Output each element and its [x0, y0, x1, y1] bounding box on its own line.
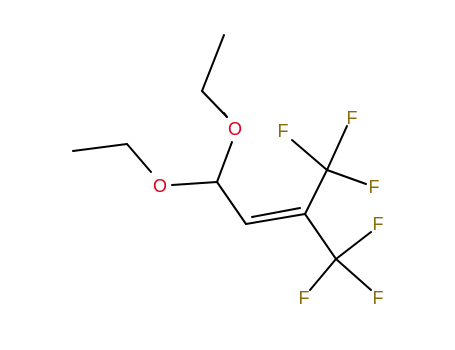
fluorine-atom-3: F [369, 177, 380, 197]
fluorine-atom-5: F [299, 288, 310, 308]
bond-cf3l-f4 [335, 231, 372, 260]
atom-label-layer: O O F F F F F F [151, 108, 384, 308]
bond-upper-ch2-o [201, 90, 228, 118]
bond-double-inner [251, 207, 301, 218]
bond-lower-ch2-o [126, 143, 152, 173]
fluorine-atom-6: F [373, 288, 384, 308]
bond-layer [72, 34, 372, 291]
fluorine-atom-2: F [347, 108, 358, 128]
bond-cf3u-f3 [326, 169, 367, 185]
bond-lower-ethyl-cc [72, 143, 128, 152]
fluorine-atom-1: F [278, 121, 289, 141]
bond-upper-o-acetal [216, 141, 233, 183]
oxygen-atom-lower: O [153, 176, 167, 196]
bond-upper-ch2-o-red [223, 112, 228, 118]
bond-cf3l-f6 [335, 258, 372, 291]
bond-cf3u-f2 [326, 125, 348, 171]
bond-cf3u-f1 [291, 139, 328, 171]
bond-lower-o-acetal [171, 181, 218, 186]
bond-upper-ethyl-cc [201, 34, 225, 92]
bond-acetal-vinyl [216, 181, 247, 225]
bond-double-main [245, 213, 306, 225]
fluorine-atom-4: F [373, 214, 384, 234]
bond-cf3l-f5 [309, 258, 337, 291]
oxygen-atom-upper: O [228, 119, 242, 139]
bond-c-cf3-lower [304, 213, 337, 260]
bond-c-cf3-upper [304, 169, 328, 215]
